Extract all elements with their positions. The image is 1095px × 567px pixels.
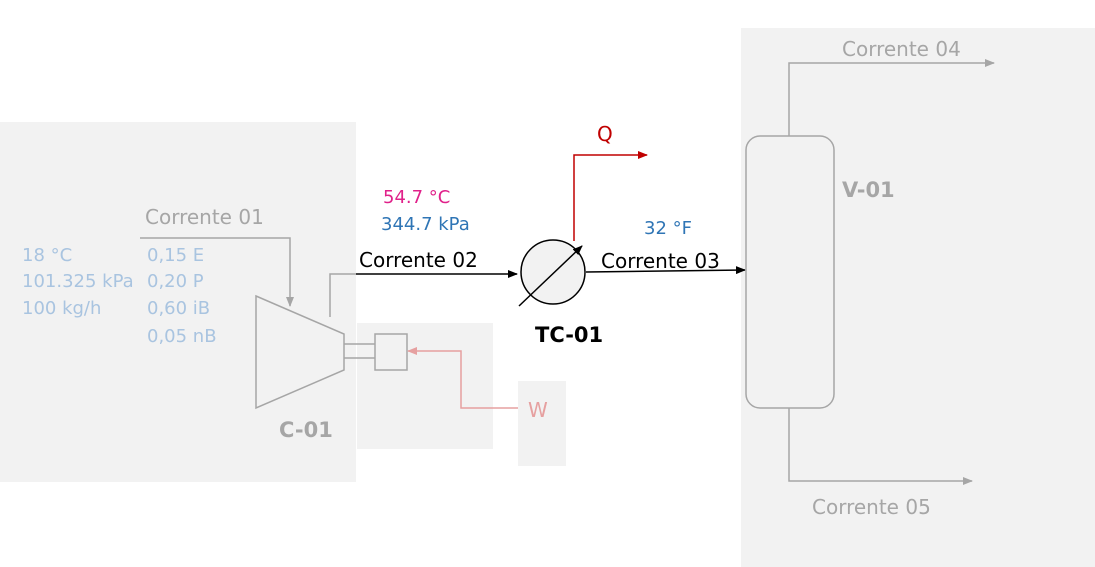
heat-label: Q bbox=[597, 122, 613, 146]
vessel-label: V-01 bbox=[842, 178, 895, 202]
stream-01-label: Corrente 01 bbox=[145, 205, 264, 229]
heat-line bbox=[573, 151, 648, 241]
feed-pressure: 101.325 kPa bbox=[22, 271, 134, 292]
feed-composition-isobutane: 0,60 iB bbox=[147, 298, 211, 319]
feed-composition-propane: 0,20 P bbox=[147, 271, 204, 292]
drive-box bbox=[374, 333, 408, 371]
feed-panel bbox=[0, 122, 356, 482]
compressor-label: C-01 bbox=[279, 418, 333, 442]
feed-temperature: 18 °C bbox=[22, 245, 73, 266]
stream-02-temperature: 54.7 °C bbox=[383, 187, 451, 208]
feed-composition-nbutane: 0,05 nB bbox=[147, 326, 217, 347]
compressor-outlet-line bbox=[329, 273, 356, 317]
feed-flow: 100 kg/h bbox=[22, 298, 102, 319]
stream-03-label: Corrente 03 bbox=[601, 249, 720, 273]
vessel-shape bbox=[745, 135, 835, 409]
work-line bbox=[407, 347, 518, 409]
work-panel bbox=[518, 381, 566, 466]
exchanger-diagonal bbox=[518, 245, 583, 307]
feed-composition-ethane: 0,15 E bbox=[147, 245, 205, 266]
stream-04-label: Corrente 04 bbox=[842, 37, 961, 61]
stream-03-line bbox=[585, 266, 746, 275]
exchanger-label: TC-01 bbox=[535, 323, 604, 347]
stream-03-temperature: 32 °F bbox=[644, 218, 692, 239]
stream-01-line bbox=[140, 237, 294, 307]
stream-04-line bbox=[788, 59, 995, 136]
stream-02-label: Corrente 02 bbox=[359, 248, 478, 272]
compressor-shape bbox=[255, 294, 345, 410]
work-label: W bbox=[528, 398, 548, 422]
stream-02-pressure: 344.7 kPa bbox=[381, 214, 470, 235]
stream-05-label: Corrente 05 bbox=[812, 495, 931, 519]
stream-05-line bbox=[788, 408, 973, 485]
